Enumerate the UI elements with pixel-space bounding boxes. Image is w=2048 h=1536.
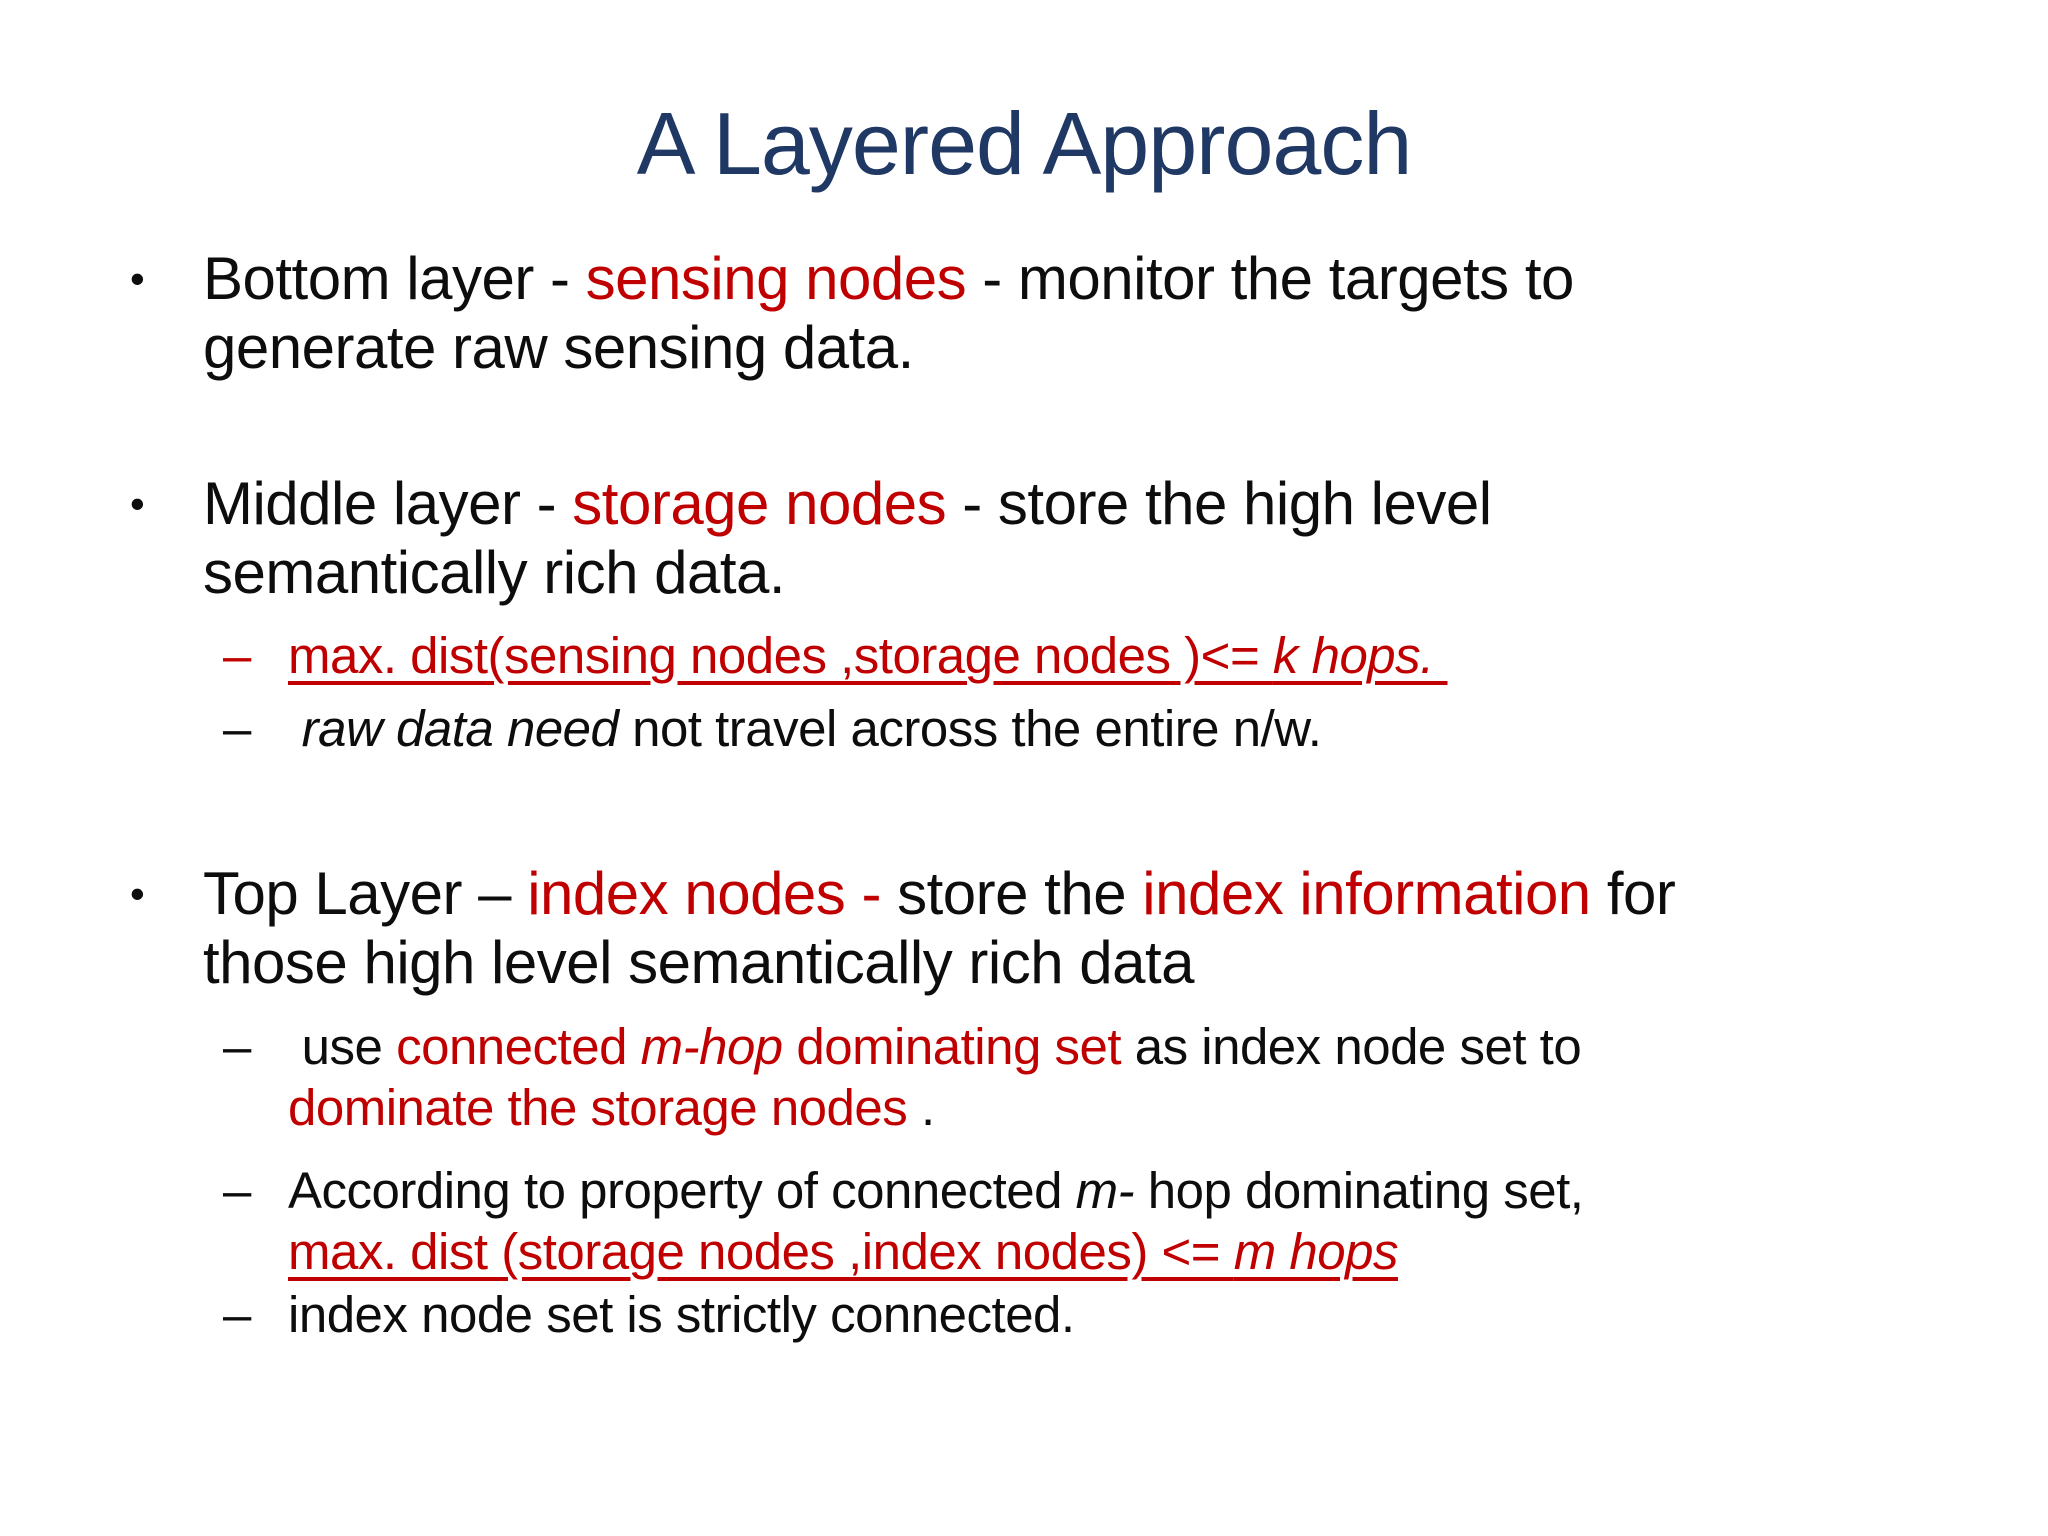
dash-marker: –: [223, 1018, 251, 1075]
text-run: index information: [1142, 860, 1591, 927]
text-run: m-hop: [640, 1018, 784, 1075]
text-line: Middle layer - storage nodes - store the…: [203, 469, 2048, 538]
text-run: m hops: [1233, 1223, 1399, 1280]
text-line: generate raw sensing data.: [203, 313, 2048, 382]
dash-marker: –: [223, 627, 251, 684]
bullet-item: –max. dist(sensing nodes ,storage nodes …: [0, 625, 2048, 686]
text-run: those high level semantically rich data: [203, 929, 1195, 996]
text-run: dominating set: [782, 1018, 1122, 1075]
text-run: max. dist(sensing nodes ,storage nodes )…: [288, 627, 1273, 684]
text-line: Top Layer – index nodes - store the inde…: [203, 859, 2048, 928]
bullet-item: – use connected m-hop dominating set as …: [0, 1016, 2048, 1138]
bullet-text: According to property of connected m- ho…: [288, 1160, 2048, 1282]
text-run: [288, 700, 302, 757]
bullet-text: Middle layer - storage nodes - store the…: [203, 469, 2048, 607]
bullet-text: Top Layer – index nodes - store the inde…: [203, 859, 2048, 997]
text-run: sensing nodes: [585, 245, 967, 312]
text-run: Top Layer –: [203, 860, 528, 927]
bullet-item: • Middle layer - storage nodes - store th…: [0, 469, 2048, 607]
text-line: max. dist(sensing nodes ,storage nodes )…: [288, 625, 2048, 686]
dash-marker: –: [223, 1162, 251, 1219]
text-run: According to property of connected: [288, 1162, 1076, 1219]
text-run: max. dist (storage nodes ,index nodes) <…: [288, 1223, 1234, 1280]
bullet-text: index node set is strictly connected.: [288, 1284, 2048, 1345]
dash-marker: –: [223, 700, 251, 757]
text-run: m-: [1075, 1162, 1135, 1219]
text-run: - store the high level: [946, 470, 1492, 537]
bullet-text: max. dist(sensing nodes ,storage nodes )…: [288, 625, 2048, 686]
bullet-item: – raw data need not travel across the en…: [0, 698, 2048, 759]
text-run: use: [288, 1018, 397, 1075]
text-run: Bottom layer -: [203, 245, 586, 312]
text-run: index node set is strictly connected.: [288, 1286, 1075, 1343]
bullet-dot-marker: •: [130, 870, 145, 917]
bullet-item: • Top Layer – index nodes - store the ind…: [0, 859, 2048, 997]
text-line: index node set is strictly connected.: [288, 1284, 2048, 1345]
bullet-dot-marker: •: [130, 480, 145, 527]
text-run: connected: [396, 1018, 641, 1075]
text-run: for: [1590, 860, 1676, 927]
text-run: not travel across the entire n/w.: [618, 700, 1322, 757]
text-run: store the: [897, 860, 1143, 927]
slide-title: A Layered Approach: [636, 94, 1413, 193]
text-run: storage nodes: [572, 470, 947, 537]
text-run: - monitor the targets to: [966, 245, 1574, 312]
text-line: According to property of connected m- ho…: [288, 1160, 2048, 1221]
dash-marker: –: [223, 1286, 251, 1343]
text-line: raw data need not travel across the enti…: [288, 698, 2048, 759]
text-run: .: [907, 1079, 935, 1136]
text-line: those high level semantically rich data: [203, 928, 2048, 997]
text-line: Bottom layer - sensing nodes - monitor t…: [203, 244, 2048, 313]
text-run: dominate the storage nodes: [288, 1079, 908, 1136]
text-run: generate raw sensing data.: [203, 314, 914, 381]
bullet-item: –According to property of connected m- h…: [0, 1160, 2048, 1282]
text-run: as index node set to: [1121, 1018, 1582, 1075]
text-run: index nodes -: [527, 860, 898, 927]
text-run: Middle layer -: [203, 470, 573, 537]
bullet-dot-marker: •: [130, 255, 145, 302]
text-line: semantically rich data.: [203, 538, 2048, 607]
text-line: max. dist (storage nodes ,index nodes) <…: [288, 1221, 2048, 1282]
bullet-item: –index node set is strictly connected.: [0, 1284, 2048, 1345]
text-line: use connected m-hop dominating set as in…: [288, 1016, 2048, 1077]
bullet-text: use connected m-hop dominating set as in…: [288, 1016, 2048, 1138]
text-run: raw data need: [301, 700, 619, 757]
text-line: dominate the storage nodes .: [288, 1077, 2048, 1138]
bullet-text: raw data need not travel across the enti…: [288, 698, 2048, 759]
text-run: semantically rich data.: [203, 539, 786, 606]
text-run: k hops.: [1272, 627, 1448, 684]
text-run: hop dominating set,: [1134, 1162, 1584, 1219]
bullet-item: • Bottom layer - sensing nodes - monitor …: [0, 244, 2048, 382]
bullet-list: • Bottom layer - sensing nodes - monitor …: [0, 244, 2048, 1345]
bullet-text: Bottom layer - sensing nodes - monitor t…: [203, 244, 2048, 382]
